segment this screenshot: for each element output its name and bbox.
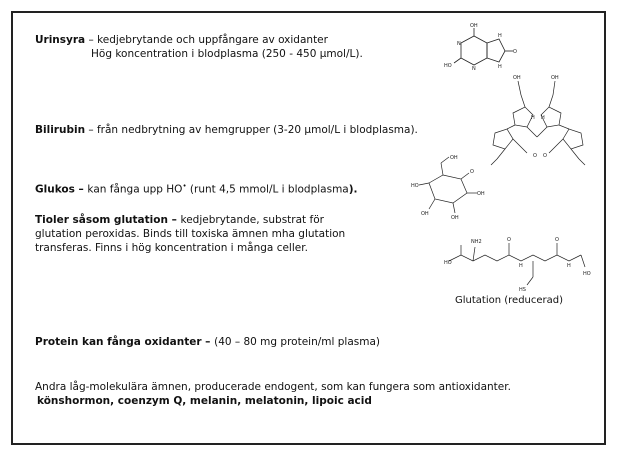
svg-text:H: H <box>498 64 502 70</box>
uric-ho-label: HO <box>444 63 452 69</box>
glutathione-structure: HO NH2 O O H H HS HO <box>444 237 591 293</box>
radical-dot: • <box>182 182 187 190</box>
svg-text:HO: HO <box>444 260 452 266</box>
urinsyra-desc: kedjebrytande och uppfångare av oxidante… <box>97 34 328 46</box>
glutation-caption: Glutation (reducerad) <box>455 295 564 306</box>
protein-line: Protein kan fånga oxidanter – (40 – 80 m… <box>35 336 380 348</box>
tioler-line3: transferas. Finns i hög koncentration i … <box>35 242 308 254</box>
andra-line2: könshormon, coenzym Q, melanin, melatoni… <box>37 395 372 407</box>
urinsyra-name: Urinsyra <box>35 34 86 46</box>
tioler-line1: Tioler såsom glutation – kedjebrytande, … <box>35 214 324 226</box>
svg-text:OH: OH <box>477 191 485 197</box>
svg-text:H: H <box>567 263 571 269</box>
svg-text:OH: OH <box>551 75 559 81</box>
svg-text:O: O <box>555 237 559 243</box>
bilirubin-name: Bilirubin <box>35 124 86 136</box>
glukos-line: Glukos – kan fånga upp HO• (runt 4,5 mmo… <box>35 182 358 196</box>
svg-text:OH: OH <box>421 211 429 217</box>
bilirubin-structure: OH OH O O H H <box>490 75 586 166</box>
svg-text:N: N <box>457 41 461 47</box>
bilirubin-line: Bilirubin – från nedbrytning av hemgrupp… <box>35 123 418 138</box>
glut-hs-label: HS <box>519 287 526 293</box>
svg-text:H: H <box>498 33 502 39</box>
svg-text:HO: HO <box>411 183 419 189</box>
svg-text:HO: HO <box>583 271 591 277</box>
svg-text:N: N <box>472 66 476 72</box>
svg-text:O: O <box>507 237 511 243</box>
svg-text:OH: OH <box>513 75 521 81</box>
svg-text:O: O <box>470 169 474 175</box>
urinsyra-line1: Urinsyra – kedjebrytande och uppfångare … <box>35 34 328 46</box>
slide: Urinsyra – kedjebrytande och uppfångare … <box>11 11 606 445</box>
svg-text:H: H <box>541 115 545 121</box>
svg-text:O: O <box>533 153 537 159</box>
uric-oh-label: OH <box>470 23 478 29</box>
glucose-structure: OH O OH OH OH HO <box>411 155 485 221</box>
svg-text:H: H <box>531 115 535 121</box>
svg-text:OH: OH <box>450 155 458 161</box>
uric-acid-structure: OH O HO N N H H <box>444 23 517 72</box>
svg-text:H: H <box>519 263 523 269</box>
glukos-name: Glukos – <box>35 183 88 196</box>
uric-o-label: O <box>513 49 517 55</box>
glut-nh2-label: NH2 <box>471 239 482 245</box>
svg-text:O: O <box>543 153 547 159</box>
bilirubin-desc: – från nedbrytning av hemgrupper (3-20 µ… <box>85 124 418 136</box>
andra-line1: Andra låg-molekulära ämnen, producerade … <box>35 381 511 393</box>
svg-text:OH: OH <box>451 215 459 221</box>
tioler-line2: glutation peroxidas. Binds till toxiska … <box>35 228 346 240</box>
protein-name: Protein kan fånga oxidanter – <box>35 336 215 348</box>
tioler-name: Tioler såsom glutation – <box>35 214 181 226</box>
urinsyra-line2: Hög koncentration i blodplasma (250 - 45… <box>91 48 363 60</box>
